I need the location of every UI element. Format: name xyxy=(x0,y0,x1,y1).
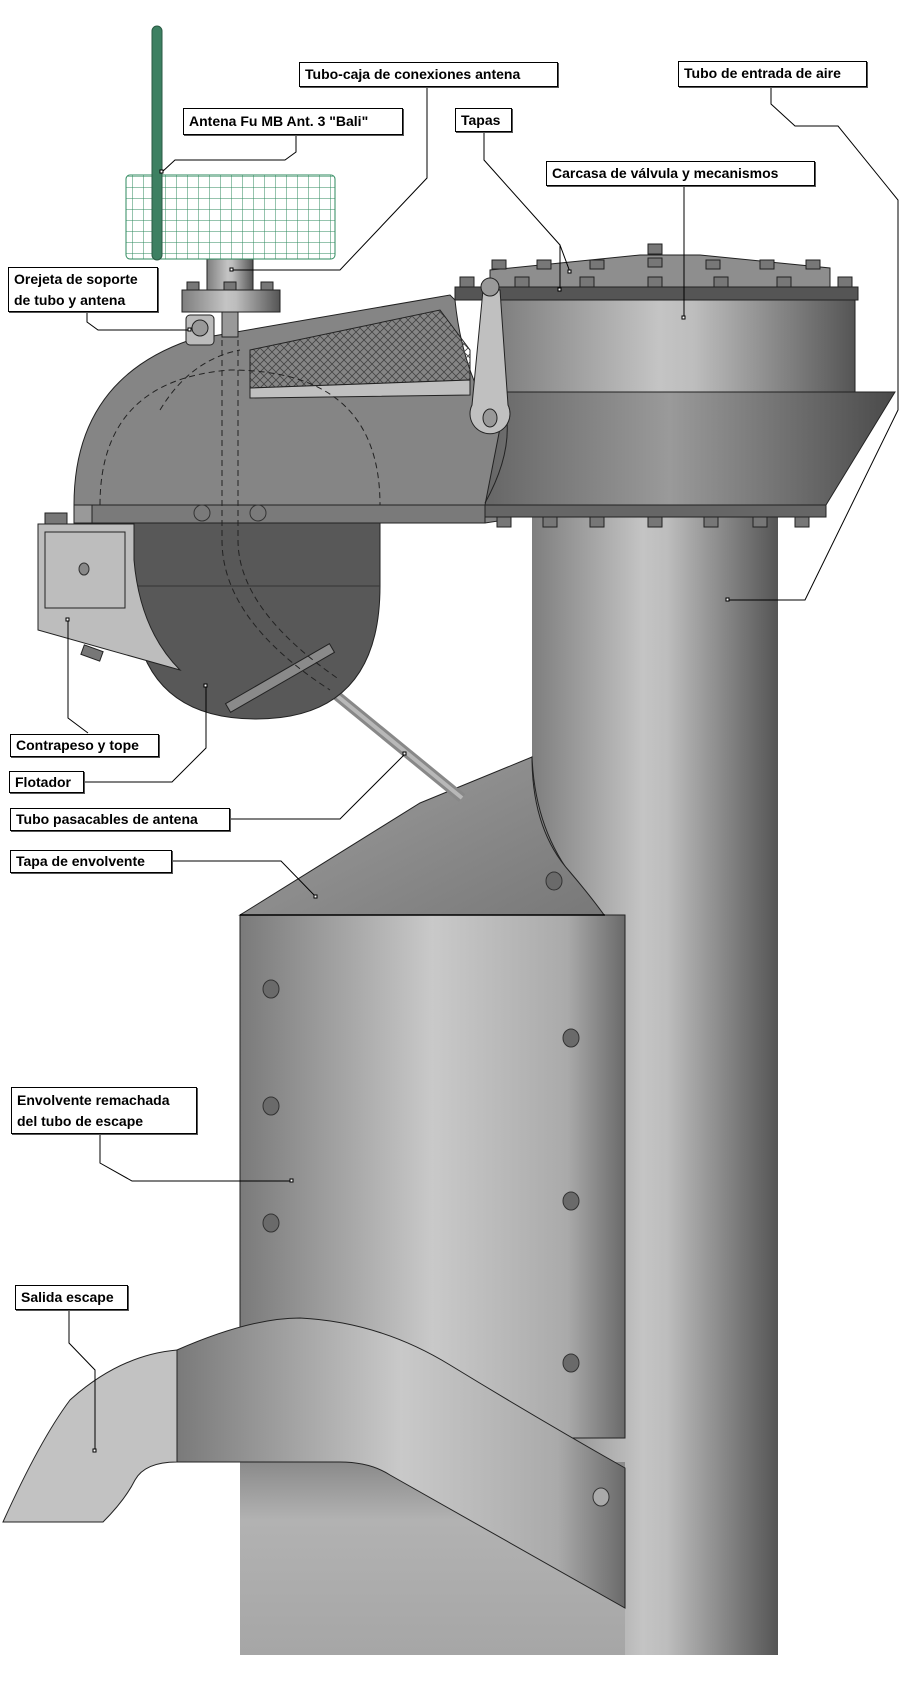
label-valve-housing: Carcasa de válvula y mecanismos xyxy=(546,161,815,186)
cover-plates xyxy=(489,254,831,288)
label-riveted-envelope: Envolvente remachada del tubo de escape xyxy=(11,1087,197,1134)
label-counterweight: Contrapeso y tope xyxy=(10,734,159,757)
antenna-mast xyxy=(151,25,163,261)
counterweight xyxy=(37,512,182,672)
label-float: Flotador xyxy=(9,771,84,793)
label-support-lug-line2: de tubo y antena xyxy=(14,292,126,308)
rivet xyxy=(562,1191,580,1211)
label-riveted-envelope-line2: del tubo de escape xyxy=(17,1113,144,1129)
label-antenna-connection-tube: Tubo-caja de conexiones antena xyxy=(299,62,558,87)
rivet xyxy=(562,1353,580,1373)
exhaust-envelope xyxy=(2,756,626,1655)
label-air-intake-tube: Tubo de entrada de aire xyxy=(678,61,867,87)
antenna-cage xyxy=(125,174,336,260)
label-covers: Tapas xyxy=(455,108,512,132)
rivet xyxy=(592,1487,610,1507)
rivet xyxy=(262,1096,280,1116)
valve-housing xyxy=(454,243,896,528)
upper-housing xyxy=(73,294,601,691)
float xyxy=(131,522,381,720)
rivet xyxy=(262,979,280,999)
rivet xyxy=(562,1028,580,1048)
label-support-lug: Orejeta de soporte de tubo y antena xyxy=(8,267,158,312)
label-envelope-cap: Tapa de envolvente xyxy=(10,850,172,873)
label-cable-tube: Tubo pasacables de antena xyxy=(10,808,230,831)
rivet xyxy=(545,871,563,891)
lever-arm xyxy=(469,289,511,435)
label-riveted-envelope-line1: Envolvente remachada xyxy=(17,1092,170,1108)
label-support-lug-line1: Orejeta de soporte xyxy=(14,271,138,287)
label-antenna: Antena Fu MB Ant. 3 "Bali" xyxy=(183,108,403,135)
label-exhaust-outlet: Salida escape xyxy=(15,1285,128,1310)
rivet xyxy=(262,1213,280,1233)
antenna xyxy=(125,25,336,346)
leader-lines xyxy=(67,87,899,1451)
exhaust-outlet xyxy=(176,1317,626,1609)
leader-endpoints xyxy=(65,169,730,1453)
